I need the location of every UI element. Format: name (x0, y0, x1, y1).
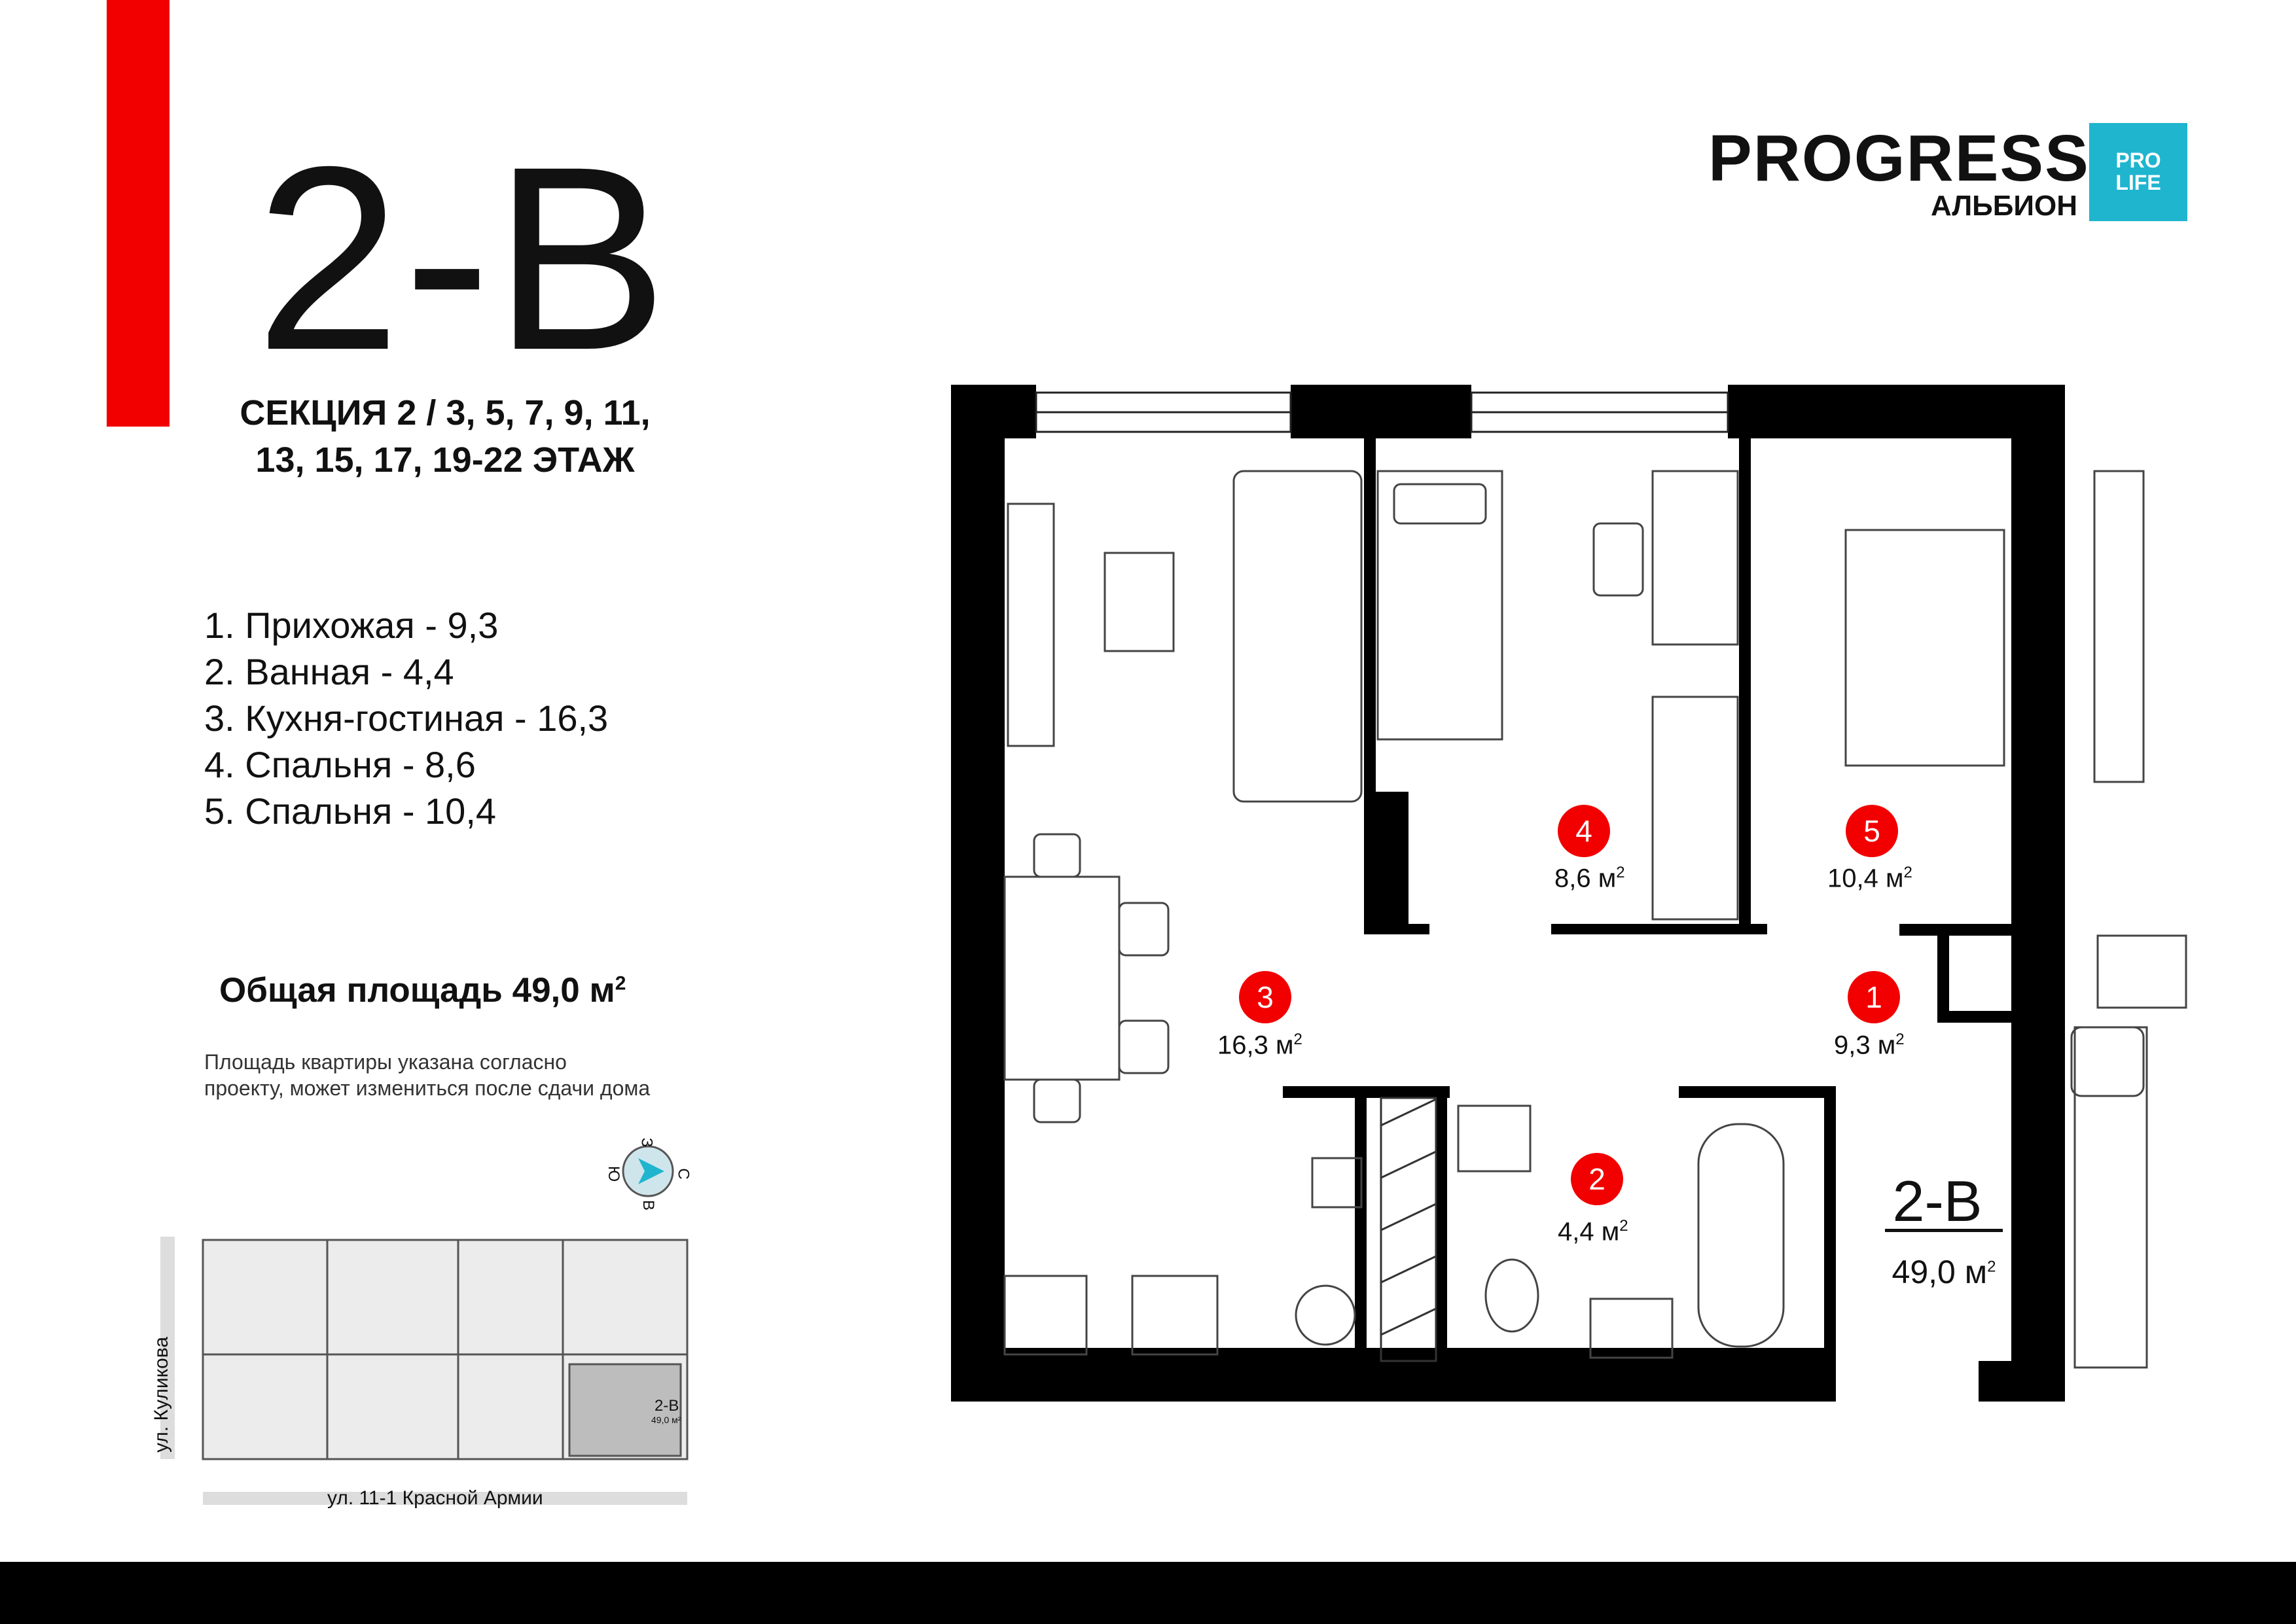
note-line-2: проекту, может измениться после сдачи до… (204, 1076, 651, 1100)
area-sup: 2 (1616, 864, 1625, 881)
room-item: 4. Спальня - 8,6 (204, 744, 476, 785)
area-text: 4,4 м (1558, 1217, 1620, 1246)
closet-icon (2073, 1026, 2148, 1369)
key-plan-unit-code: 2-В (655, 1397, 679, 1415)
brand-subtitle: АЛЬБИОН (1931, 190, 2078, 222)
chair-icon (1592, 522, 1644, 597)
room-marker-number: 2 (1571, 1153, 1623, 1205)
toilet-icon (1484, 1258, 1539, 1333)
footer-bar (0, 1562, 2296, 1624)
kitchen-sink-icon (1295, 1284, 1356, 1346)
shaft-hatch (1380, 1097, 1437, 1362)
area-sup: 2 (1293, 1031, 1302, 1048)
plan-label-divider (1885, 1229, 2003, 1232)
plan-area-sup: 2 (1987, 1258, 1996, 1276)
walls (951, 385, 2065, 1402)
plan-apartment-code: 2-В (1892, 1169, 1982, 1233)
closet-icon (2096, 934, 2187, 1009)
windows (1035, 391, 1729, 433)
section-line-1: СЕКЦИЯ 2 / 3, 5, 7, 9, 11, (240, 393, 651, 432)
compass-south: В (639, 1199, 658, 1211)
street-label-left: ул. Куликова (151, 1336, 172, 1453)
kitchen-counter-icon (1003, 1275, 1088, 1356)
compass-north: З (637, 1137, 656, 1148)
double-bed-icon (1844, 529, 2005, 767)
room-marker-number: 1 (1848, 971, 1900, 1023)
total-area-label: Общая площадь 49,0 м (219, 971, 615, 1010)
key-plan (202, 1239, 689, 1460)
bathtub-icon (1697, 1123, 1785, 1348)
total-area-sup: 2 (615, 972, 626, 995)
room-item: 5. Спальня - 10,4 (204, 790, 497, 832)
compass-west: Ю (605, 1165, 623, 1182)
compass-icon (622, 1145, 674, 1197)
total-area: Общая площадь 49,0 м2 (219, 970, 626, 1010)
bed-icon (1376, 470, 1503, 741)
room-item: 2. Ванная - 4,4 (204, 651, 454, 692)
chair-icon (1033, 833, 1081, 878)
room-2-marker: 2 (1571, 1153, 1623, 1205)
brand-badge-line-1: PRO (2115, 149, 2161, 172)
room-1-marker: 1 (1848, 971, 1900, 1023)
area-sup: 2 (1895, 1031, 1905, 1048)
brand-badge: PRO LIFE (2089, 123, 2187, 221)
chair-icon (1033, 1078, 1081, 1123)
furniture (1003, 470, 2187, 1369)
street-lines (160, 1237, 687, 1505)
table-icon (1103, 552, 1175, 652)
wardrobe-icon (1007, 503, 1055, 747)
stove-icon (1131, 1275, 1219, 1356)
area-sup: 2 (1903, 864, 1912, 881)
room-item: 1. Прихожая - 9,3 (204, 605, 499, 646)
apartment-code: 2-В (255, 112, 671, 404)
room-5-area: 10,4 м2 (1827, 864, 1912, 893)
room-list: 1. Прихожая - 9,3 2. Ванная - 4,4 3. Кух… (204, 602, 608, 834)
chair-icon (1118, 1019, 1170, 1074)
room-marker-number: 4 (1558, 805, 1610, 857)
room-marker-number: 5 (1846, 805, 1898, 857)
plan-area-text: 49,0 м (1892, 1254, 1988, 1290)
plan-apartment-area: 49,0 м2 (1865, 1253, 2022, 1291)
room-2-area: 4,4 м2 (1558, 1217, 1628, 1246)
street-label-bottom: ул. 11-1 Красной Армии (327, 1487, 543, 1509)
room-3-marker: 3 (1239, 971, 1291, 1023)
bathroom-sink-icon (1589, 1297, 1674, 1359)
room-item: 3. Кухня-гостиная - 16,3 (204, 697, 609, 739)
closet-icon (2093, 470, 2145, 783)
compass-east: С (674, 1168, 692, 1180)
dining-table-icon (1003, 875, 1121, 1081)
room-3-area: 16,3 м2 (1217, 1031, 1302, 1060)
room-1-area: 9,3 м2 (1834, 1031, 1905, 1060)
washing-machine-icon (1457, 1104, 1532, 1173)
room-marker-number: 3 (1239, 971, 1291, 1023)
accent-stripe (107, 0, 170, 427)
sofa-icon (1232, 470, 1363, 803)
key-plan-unit-area: 49,0 м² (651, 1415, 681, 1425)
chair-icon (1118, 902, 1170, 957)
closet-icon (1651, 696, 1739, 921)
brand-logo: PROGRESS (1708, 122, 2090, 195)
room-5-marker: 5 (1846, 805, 1898, 857)
boiler-icon (1311, 1157, 1363, 1209)
brand-badge-line-2: LIFE (2115, 171, 2161, 194)
area-sup: 2 (1619, 1217, 1628, 1235)
room-4-area: 8,6 м2 (1554, 864, 1625, 893)
area-text: 16,3 м (1217, 1031, 1294, 1060)
room-4-marker: 4 (1558, 805, 1610, 857)
section-line-2: 13, 15, 17, 19-22 ЭТАЖ (255, 440, 635, 480)
area-text: 9,3 м (1834, 1031, 1896, 1060)
area-text: 8,6 м (1554, 864, 1617, 893)
desk-icon (1651, 470, 1739, 646)
area-text: 10,4 м (1827, 864, 1904, 893)
note-line-1: Площадь квартиры указана согласно (204, 1050, 567, 1074)
sink-icon (2070, 1026, 2145, 1097)
